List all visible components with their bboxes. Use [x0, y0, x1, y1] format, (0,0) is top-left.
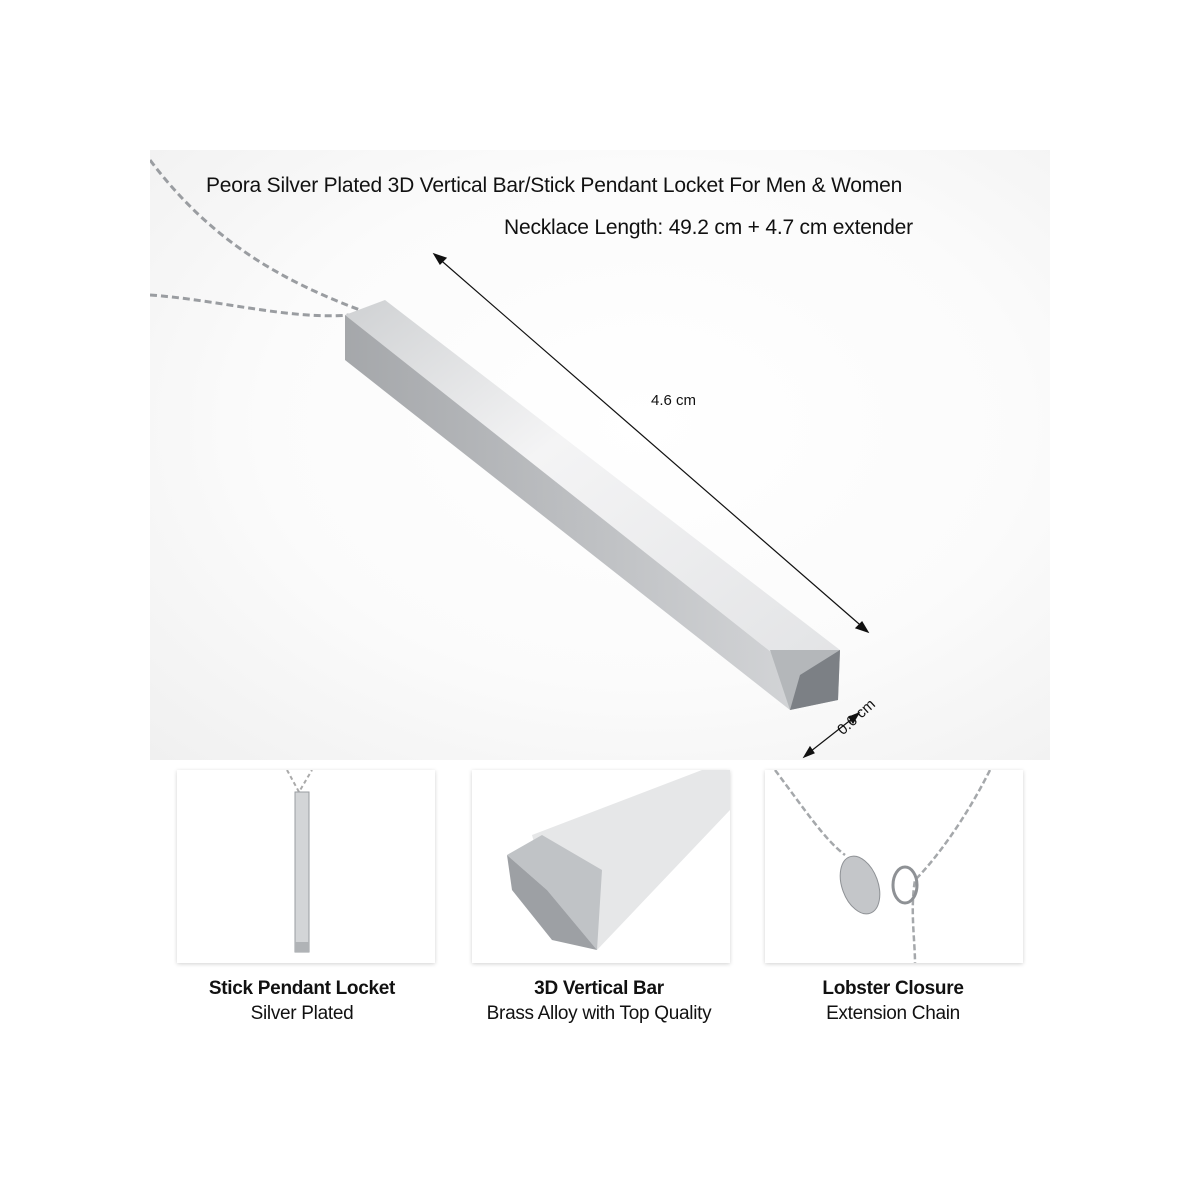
length-dimension-label: 4.6 cm [651, 392, 697, 409]
feature-heading: Stick Pendant Locket [208, 978, 396, 999]
thumbnail-lobster-closure [765, 770, 1023, 963]
stick-pendant-image [286, 770, 313, 953]
feature-subtitle: Brass Alloy with Top Quality [486, 1003, 712, 1024]
pendant-illustration [150, 159, 870, 759]
width-arrow [802, 711, 861, 759]
thumbnail-stick-pendant [177, 770, 435, 963]
product-hero-image [150, 150, 1050, 760]
length-arrow [432, 252, 870, 634]
bar-closeup-image [507, 770, 730, 950]
lobster-closure-image [773, 770, 992, 963]
chain [150, 159, 361, 318]
product-title: Peora Silver Plated 3D Vertical Bar/Stic… [206, 174, 903, 197]
feature-3d-bar: 3D Vertical Bar Brass Alloy with Top Qua… [449, 978, 749, 1025]
bar-pendant [345, 300, 840, 710]
feature-heading: Lobster Closure [822, 978, 964, 999]
necklace-length: Necklace Length: 49.2 cm + 4.7 cm extend… [504, 216, 913, 239]
feature-lobster-closure: Lobster Closure Extension Chain [743, 978, 1043, 1025]
thumbnail-3d-bar [472, 770, 730, 963]
feature-subtitle: Silver Plated [250, 1003, 354, 1024]
feature-heading: 3D Vertical Bar [534, 978, 664, 999]
feature-subtitle: Extension Chain [826, 1003, 960, 1024]
feature-stick-pendant: Stick Pendant Locket Silver Plated [152, 978, 452, 1025]
